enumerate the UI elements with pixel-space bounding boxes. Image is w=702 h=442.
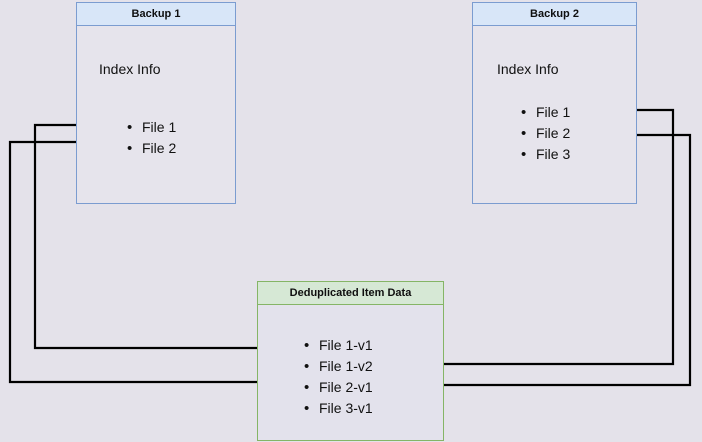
list-item[interactable]: File 1 (127, 117, 176, 138)
backup-2-file-list: File 1 File 2 File 3 (521, 102, 570, 165)
node-dedup-header: Deduplicated Item Data (258, 282, 443, 305)
list-item[interactable]: File 1 (521, 102, 570, 123)
node-backup-2-header: Backup 2 (473, 3, 636, 26)
node-deduplicated-item-data[interactable]: Deduplicated Item Data File 1-v1 File 1-… (257, 281, 444, 441)
list-item[interactable]: File 1-v2 (304, 356, 373, 377)
node-backup-1[interactable]: Backup 1 Index Info File 1 File 2 (76, 2, 236, 204)
node-dedup-body: File 1-v1 File 1-v2 File 2-v1 File 3-v1 (258, 305, 443, 440)
node-backup-1-body: Index Info File 1 File 2 (77, 26, 235, 203)
list-item[interactable]: File 3 (521, 144, 570, 165)
list-item[interactable]: File 2-v1 (304, 377, 373, 398)
node-backup-2-body: Index Info File 1 File 2 File 3 (473, 26, 636, 203)
list-item[interactable]: File 2 (521, 123, 570, 144)
backup-2-index-info-label: Index Info (497, 61, 559, 77)
backup-1-index-info-label: Index Info (99, 61, 161, 77)
dedup-item-list: File 1-v1 File 1-v2 File 2-v1 File 3-v1 (304, 335, 373, 419)
list-item[interactable]: File 1-v1 (304, 335, 373, 356)
node-backup-1-header: Backup 1 (77, 3, 235, 26)
list-item[interactable]: File 3-v1 (304, 398, 373, 419)
list-item[interactable]: File 2 (127, 138, 176, 159)
node-backup-2[interactable]: Backup 2 Index Info File 1 File 2 File 3 (472, 2, 637, 204)
backup-1-file-list: File 1 File 2 (127, 117, 176, 159)
